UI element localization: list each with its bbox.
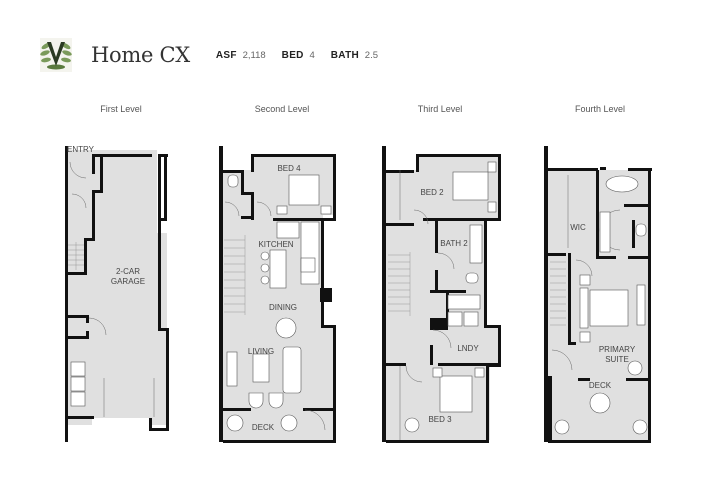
storage-shelf-icon bbox=[70, 391, 86, 407]
toilet-icon bbox=[635, 223, 647, 237]
bed-icon bbox=[439, 375, 473, 413]
vanity-icon bbox=[469, 224, 483, 264]
stat-label: BATH bbox=[330, 49, 359, 61]
stairs-icon bbox=[224, 235, 246, 315]
plan-header: Home CX ASF 2,118 BED 4 BATH 2.5 bbox=[40, 37, 394, 73]
nightstand-icon bbox=[474, 367, 485, 378]
headboard-icon bbox=[579, 287, 589, 329]
room-label-garage-1: 2-CAR bbox=[116, 267, 140, 276]
floor-plan-first-level: ENTRY 2-CAR GARAGE bbox=[65, 145, 169, 442]
level-label-third: Third Level bbox=[417, 104, 463, 114]
bathtub-icon bbox=[447, 294, 481, 310]
room-label-wic: WIC bbox=[570, 223, 586, 232]
armchair-icon bbox=[404, 417, 420, 433]
stool-icon bbox=[260, 263, 270, 273]
floor-plan-third-level: BED 2 BATH 2 LNDY BED 3 bbox=[382, 146, 501, 443]
bed-icon bbox=[452, 171, 489, 201]
armchair-icon bbox=[248, 392, 264, 409]
room-label-deck: DECK bbox=[252, 423, 275, 432]
nightstand-icon bbox=[276, 205, 288, 215]
stat-value: 2.5 bbox=[364, 49, 378, 61]
room-label-entry: ENTRY bbox=[67, 145, 95, 154]
coffee-table-icon bbox=[252, 353, 270, 383]
stat-bath: BATH 2.5 bbox=[331, 50, 378, 61]
room-label-living: LIVING bbox=[248, 347, 274, 356]
room-label-dining: DINING bbox=[269, 303, 297, 312]
armchair-icon bbox=[627, 360, 643, 376]
floor-plan-second-level: BED 4 KITCHEN DINING LIVING DECK bbox=[219, 146, 336, 443]
kitchen-counter-icon bbox=[300, 221, 320, 285]
nightstand-icon bbox=[432, 367, 443, 378]
sofa-icon bbox=[282, 346, 302, 394]
stat-label: BED bbox=[281, 49, 304, 61]
kitchen-island-icon bbox=[269, 249, 287, 289]
nightstand-icon bbox=[579, 274, 591, 286]
room-label-bath2: BATH 2 bbox=[440, 239, 468, 248]
stat-label: ASF bbox=[215, 49, 237, 61]
room-label-primary-2: SUITE bbox=[605, 355, 629, 364]
room-label-kitchen: KITCHEN bbox=[258, 240, 293, 249]
nightstand-icon bbox=[487, 161, 497, 173]
stairs-icon bbox=[550, 261, 566, 326]
deck-chair-icon bbox=[226, 414, 244, 432]
fridge-icon bbox=[276, 221, 300, 239]
toilet-icon bbox=[227, 174, 239, 188]
room-label-garage-2: GARAGE bbox=[111, 277, 145, 286]
dresser-icon bbox=[636, 284, 646, 326]
room-label-bed4: BED 4 bbox=[277, 164, 301, 173]
leaf-v-logo-icon bbox=[40, 38, 72, 72]
nightstand-icon bbox=[579, 331, 591, 343]
stat-asf: ASF 2,118 bbox=[216, 50, 266, 61]
storage-shelf-icon bbox=[70, 376, 86, 392]
washer-icon bbox=[447, 311, 463, 327]
stat-value: 2,118 bbox=[242, 49, 266, 61]
stairs-icon bbox=[68, 242, 84, 270]
deck-table-icon bbox=[589, 392, 611, 414]
level-label-first: First Level bbox=[100, 104, 142, 114]
vanity-icon bbox=[599, 211, 611, 253]
deck-chair-icon bbox=[280, 414, 298, 432]
plan-title: Home CX bbox=[91, 43, 190, 67]
dryer-icon bbox=[463, 311, 479, 327]
nightstand-icon bbox=[320, 205, 332, 215]
stat-bed: BED 4 bbox=[282, 50, 315, 61]
stairs-icon bbox=[388, 252, 411, 316]
room-label-bed3: BED 3 bbox=[428, 415, 452, 424]
stat-value: 4 bbox=[309, 49, 315, 61]
deck-chair-icon bbox=[632, 419, 648, 435]
dining-table-icon bbox=[275, 317, 297, 339]
floor-plan-fourth-level: WIC PRIMARY SUITE DECK bbox=[544, 146, 652, 443]
plan-stats: ASF 2,118 BED 4 BATH 2.5 bbox=[216, 50, 394, 61]
deck-chair-icon bbox=[554, 419, 570, 435]
toilet-icon bbox=[465, 272, 479, 284]
room-label-bed2: BED 2 bbox=[420, 188, 444, 197]
bed-icon bbox=[288, 174, 320, 206]
level-label-fourth: Fourth Level bbox=[574, 104, 626, 114]
room-label-deck: DECK bbox=[589, 381, 612, 390]
armchair-icon bbox=[268, 392, 284, 409]
bathtub-icon bbox=[605, 175, 639, 193]
media-console-icon bbox=[226, 351, 238, 387]
stove-icon bbox=[300, 257, 316, 273]
room-label-primary-1: PRIMARY bbox=[599, 345, 636, 354]
storage-shelf-icon bbox=[70, 361, 86, 377]
room-label-laundry: LNDY bbox=[457, 344, 479, 353]
stool-icon bbox=[260, 275, 270, 285]
nightstand-icon bbox=[487, 201, 497, 213]
level-label-second: Second Level bbox=[254, 104, 310, 114]
stool-icon bbox=[260, 251, 270, 261]
bed-icon bbox=[589, 289, 629, 327]
